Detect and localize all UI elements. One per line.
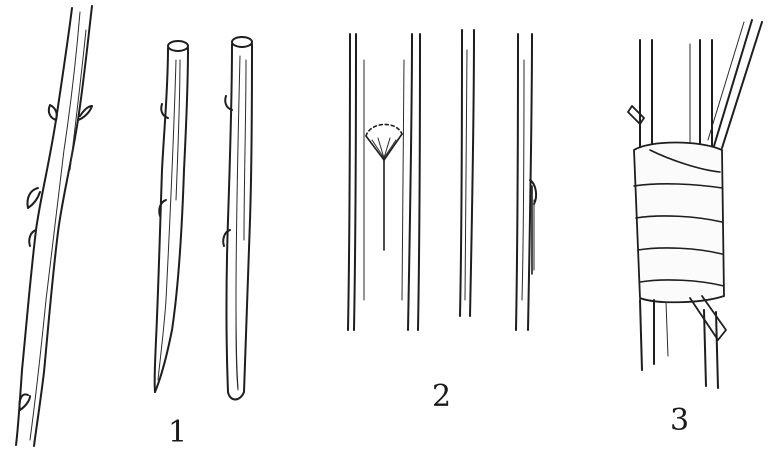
rootstock-plain — [460, 30, 474, 316]
wrapped-graft — [628, 20, 762, 388]
step-label-2: 2 — [432, 382, 451, 412]
step-label-3: 3 — [670, 406, 689, 436]
bud-shield-detail — [366, 124, 402, 250]
scion-prepared-front — [155, 41, 188, 392]
scion-branch — [16, 6, 92, 446]
rootstock-with-bud-inserted — [516, 34, 536, 330]
scion-prepared-side — [223, 37, 252, 400]
step-label-1: 1 — [168, 418, 187, 448]
